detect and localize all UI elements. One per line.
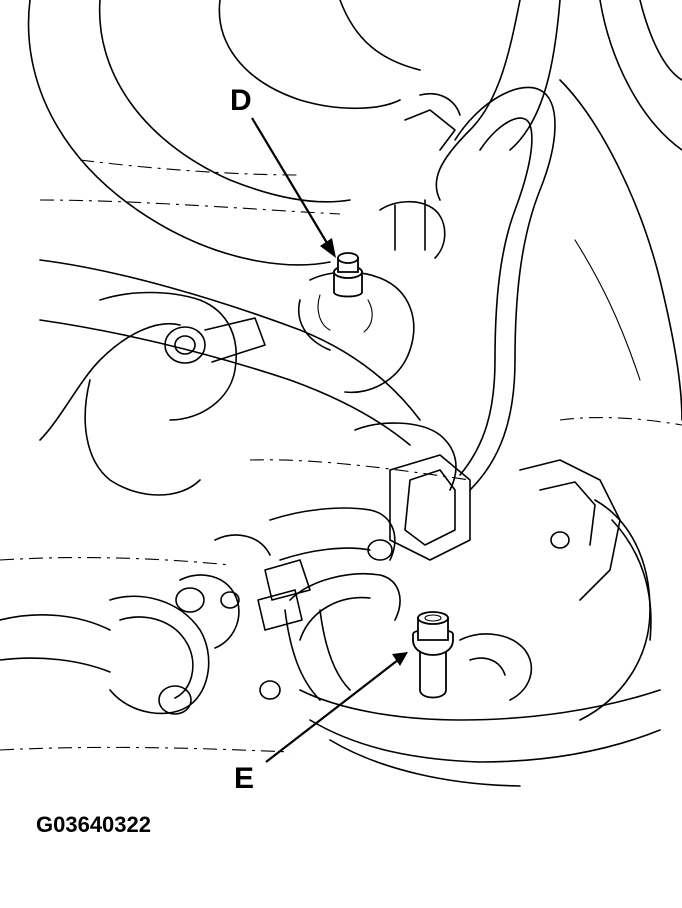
callout-e-arrow (265, 659, 399, 763)
callout-e-label: E (234, 762, 254, 795)
callout-e: E (234, 652, 408, 795)
callout-d-arrow (251, 117, 331, 249)
callout-e-arrowhead (392, 652, 408, 666)
engine-components (0, 0, 682, 787)
callout-d: D (230, 84, 336, 258)
bolt-d (317, 252, 373, 333)
bolt-e (412, 611, 454, 699)
callout-d-arrowhead (320, 238, 336, 258)
figure-code: G03640322 (36, 812, 151, 837)
callout-d-label: D (230, 84, 252, 117)
